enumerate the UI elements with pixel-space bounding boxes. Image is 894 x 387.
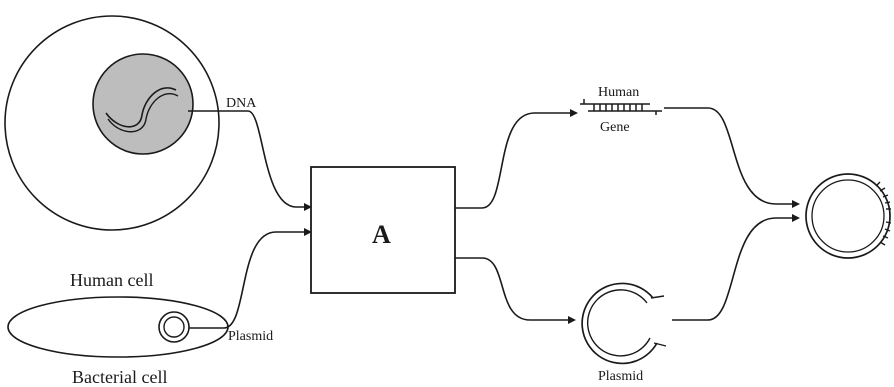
plasmid-ring-inner — [163, 316, 185, 338]
plasmid-arrowhead — [304, 228, 312, 236]
human-gene-label-line1: Human — [598, 85, 639, 100]
box-a-label: A — [372, 220, 391, 249]
bacterial-cell-label: Bacterial cell — [72, 367, 167, 387]
bacterial-cell — [7, 296, 229, 358]
plasmid-output-connector — [455, 257, 572, 321]
human-cell — [4, 15, 220, 231]
gene-to-recombinant-connector — [664, 107, 796, 205]
box-a — [310, 166, 456, 294]
gene-output-arrowhead — [570, 109, 578, 117]
plasmid-output-arrowhead — [568, 316, 576, 324]
dna-strand — [105, 87, 177, 128]
recombinant-plasmid — [805, 173, 891, 259]
human-cell-membrane — [4, 15, 220, 231]
inserted-gene-ticks — [875, 181, 892, 246]
human-gene-label-line2: Gene — [600, 120, 630, 135]
dna-arrowhead — [304, 203, 312, 211]
dna-connector — [188, 110, 308, 208]
cut-plasmid — [581, 282, 667, 365]
human-gene-fragment — [580, 99, 662, 115]
bacterial-cell-membrane — [7, 296, 229, 358]
plasmid-to-recombinant-connector — [672, 217, 796, 321]
gene-output-connector — [455, 112, 574, 209]
dna-label: DNA — [226, 96, 257, 111]
nucleus — [92, 53, 194, 155]
gene-to-recombinant-arrowhead — [792, 200, 800, 208]
plasmid-left-label: Plasmid — [228, 329, 273, 344]
dna-strand-2 — [107, 93, 179, 133]
plasmid-ring-outer — [158, 311, 190, 343]
plasmid-to-recombinant-arrowhead — [792, 214, 800, 222]
human-cell-label: Human cell — [70, 270, 153, 290]
plasmid-connector — [189, 231, 308, 329]
plasmid-right-label: Plasmid — [598, 369, 643, 384]
